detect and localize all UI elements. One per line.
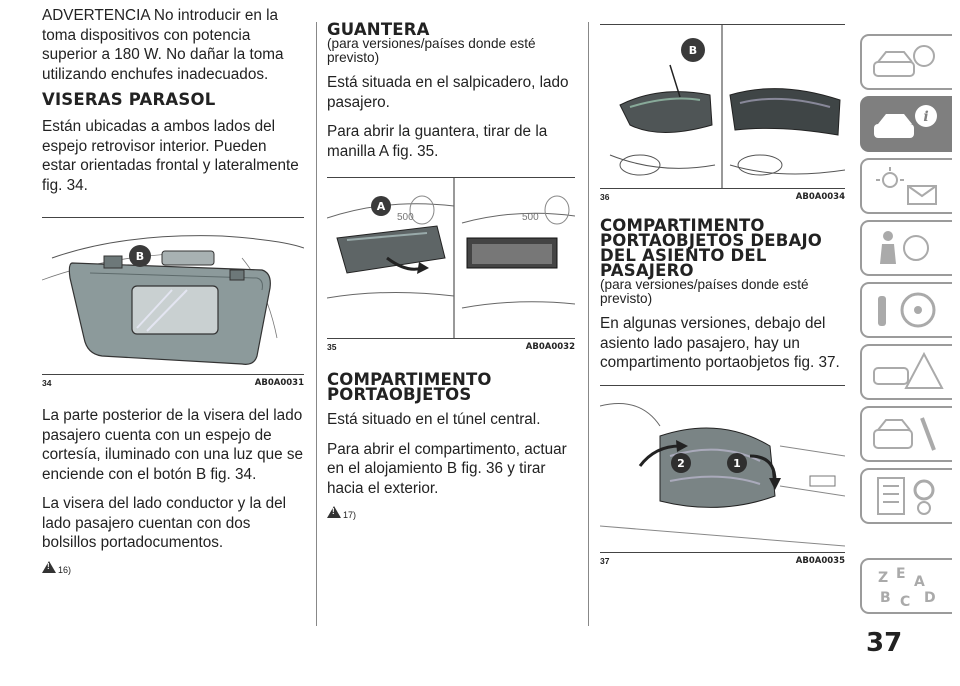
figure-code: AB0A0031 <box>254 378 304 388</box>
sidebar-tab-index[interactable]: Z E A B C D <box>860 558 952 614</box>
bolsillos-text: La visera del lado conductor y la del la… <box>42 495 287 551</box>
asiento-text: En algunas versiones, debajo del asiento… <box>600 315 840 371</box>
sidebar-tab-specs[interactable] <box>860 468 952 524</box>
callout-a-icon: A <box>371 196 391 216</box>
svg-text:A: A <box>914 574 925 590</box>
callout-1-icon: 1 <box>727 452 747 473</box>
sidebar-tab-emergency[interactable] <box>860 344 952 400</box>
heading-line: PORTAOBJETOS DEBAJO <box>600 231 823 250</box>
figure-36-caption: 36 AB0A0034 <box>600 192 845 202</box>
warning-ref: 17) <box>327 506 575 520</box>
guantera-subtitle: (para versiones/países donde esté previs… <box>327 36 536 65</box>
svg-text:Z: Z <box>878 570 888 586</box>
figure-35: 500 500 A <box>326 177 576 339</box>
car-gauge-icon <box>873 45 935 77</box>
column-3: B 36 AB0A0034 COMPARTIMENTO PORTAOBJETOS… <box>599 24 846 566</box>
warning-triangle-icon <box>42 560 56 573</box>
figure-34-caption: 34 AB0A0031 <box>42 378 304 388</box>
heading-guantera: GUANTERA <box>327 20 430 39</box>
svg-text:1: 1 <box>733 457 741 470</box>
figure-code: AB0A0034 <box>795 192 845 202</box>
center-tunnel-illustration <box>609 25 846 188</box>
heading-viseras: VISERAS PARASOL <box>42 90 216 109</box>
svg-text:B: B <box>136 250 144 263</box>
guantera-text-2: Para abrir la guantera, tirar de la mani… <box>327 123 548 160</box>
heading-compartimento-asiento: COMPARTIMENTO PORTAOBJETOS DEBAJO DEL AS… <box>600 216 845 280</box>
under-seat-illustration <box>599 402 846 546</box>
callout-b-icon: B <box>681 38 705 62</box>
alphabetic-index-icon: Z E A B C D <box>878 566 936 610</box>
figure-34: B <box>41 217 305 375</box>
svg-text:B: B <box>689 44 697 57</box>
sun-visor-illustration <box>41 235 305 365</box>
svg-text:D: D <box>924 590 936 606</box>
viseras-text: Están ubicadas a ambos lados del espejo … <box>42 118 299 194</box>
callout-b-icon: B <box>129 245 151 267</box>
sidebar-tab-info[interactable]: i <box>860 96 952 152</box>
guantera-text-1: Está situada en el salpicadero, lado pas… <box>327 74 569 111</box>
road-warning-icon <box>873 351 944 389</box>
svg-text:C: C <box>900 594 910 610</box>
figure-number: 36 <box>600 192 610 202</box>
compartimento-text-1: Está situado en el túnel central. <box>327 411 541 428</box>
svg-text:B: B <box>880 590 891 606</box>
warning-ref-number: 17) <box>343 510 357 520</box>
svg-text:E: E <box>896 566 906 582</box>
page-number: 37 <box>866 628 903 658</box>
airbag-safety-icon <box>880 231 929 264</box>
figure-35-caption: 35 AB0A0032 <box>327 342 575 352</box>
car-service-icon <box>873 417 936 451</box>
column-1: ADVERTENCIA No introducir en la toma dis… <box>41 6 305 575</box>
sidebar-tab-controls[interactable] <box>860 282 952 338</box>
sidebar-tab-maintenance[interactable] <box>860 406 952 462</box>
warning-triangle-icon <box>327 506 341 518</box>
column-2: GUANTERA (para versiones/países donde es… <box>326 20 576 520</box>
warning-ref: 16) <box>42 560 304 575</box>
compartimento-text-2: Para abrir el compartimento, actuar en e… <box>327 440 567 497</box>
figure-code: AB0A0035 <box>795 555 845 566</box>
espejo-text: La parte posterior de la visera del lado… <box>42 407 304 483</box>
advertencia-text: ADVERTENCIA No introducir en la toma dis… <box>42 7 284 83</box>
warning-ref-number: 16) <box>58 564 72 575</box>
figure-37: 2 1 <box>599 384 846 553</box>
heading-compartimento-2: PORTAOBJETOS <box>327 385 472 404</box>
glovebox-illustration: 500 500 <box>326 178 576 338</box>
steering-controls-icon <box>878 292 936 328</box>
svg-text:A: A <box>377 200 386 213</box>
asiento-subtitle: (para versiones/países donde esté previs… <box>600 277 809 306</box>
heading-line: PASAJERO <box>600 261 694 280</box>
figure-36: B <box>600 24 846 189</box>
figure-number: 37 <box>600 555 610 566</box>
warning-lights-icon <box>876 167 937 205</box>
figure-number: 35 <box>327 342 337 352</box>
sidebar-tab-dashboard[interactable] <box>860 34 952 90</box>
svg-text:i: i <box>923 109 928 125</box>
svg-text:2: 2 <box>677 457 685 470</box>
figure-37-caption: 37 AB0A0035 <box>600 556 845 566</box>
figure-code: AB0A0032 <box>525 342 575 352</box>
sidebar-tab-lights[interactable] <box>860 158 952 214</box>
heading-line: DEL ASIENTO DEL <box>600 246 767 265</box>
svg-text:500: 500 <box>397 212 414 223</box>
heading-compartimento-1: COMPARTIMENTO <box>327 370 492 389</box>
column-divider <box>316 22 317 626</box>
heading-line: COMPARTIMENTO <box>600 216 765 235</box>
callout-2-icon: 2 <box>671 452 691 473</box>
svg-text:500: 500 <box>522 212 539 223</box>
figure-number: 34 <box>42 378 52 388</box>
column-divider <box>588 22 589 626</box>
sidebar-tab-safety[interactable] <box>860 220 952 276</box>
specifications-icon <box>877 477 935 515</box>
car-info-icon: i <box>874 105 937 138</box>
